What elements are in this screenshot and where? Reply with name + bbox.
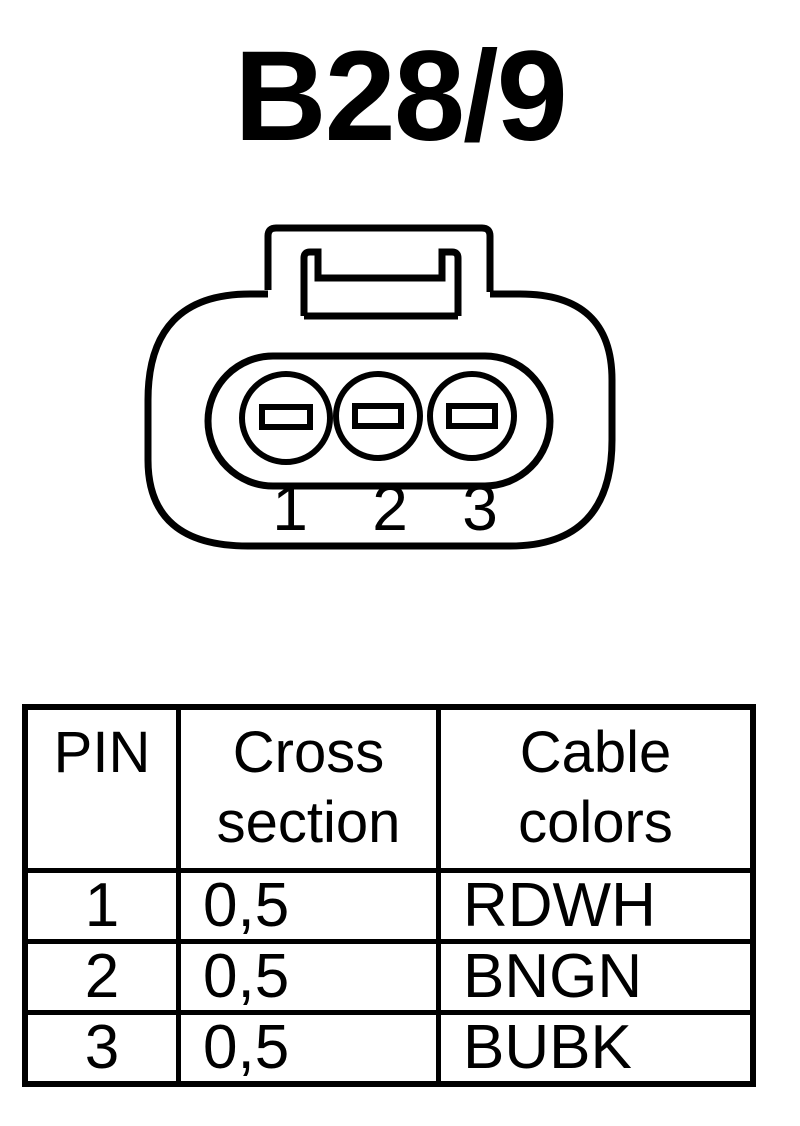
connector-latch-inner <box>300 248 462 316</box>
cell-pin: 1 <box>22 868 181 944</box>
pin-label-2: 2 <box>372 472 408 544</box>
cell-cross-section: 0,5 <box>176 939 441 1015</box>
header-color-line1: Cable <box>519 720 672 785</box>
pin-label-3: 3 <box>462 472 498 544</box>
header-color-line2: colors <box>518 790 673 855</box>
connector-latch <box>264 224 494 292</box>
header-cross-line1: Cross <box>232 720 385 785</box>
header-cable-colors: Cable colors <box>436 704 756 873</box>
cell-cross-section: 0,5 <box>176 1010 441 1087</box>
connector-diagram: 1 2 3 <box>144 224 616 550</box>
pin-cavity <box>204 352 554 490</box>
header-cross-section: Cross section <box>176 704 441 873</box>
cell-cable-color: BNGN <box>436 939 756 1015</box>
cell-pin: 3 <box>22 1010 181 1087</box>
pin-3 <box>427 371 517 461</box>
pin-label-1: 1 <box>272 472 308 544</box>
table-row: 1 0,5 RDWH <box>22 868 756 944</box>
cell-pin: 2 <box>22 939 181 1015</box>
component-title: B28/9 <box>234 25 568 168</box>
cell-cable-color: BUBK <box>436 1010 756 1087</box>
table-row: 3 0,5 BUBK <box>22 1010 756 1087</box>
pin-1 <box>239 371 333 465</box>
pin-2 <box>333 371 423 461</box>
connector-housing <box>144 290 616 550</box>
header-cross-line2: section <box>216 790 401 855</box>
cell-cross-section: 0,5 <box>176 868 441 944</box>
table-row: 2 0,5 BNGN <box>22 939 756 1015</box>
table-header-row: PIN Cross section Cable colors <box>22 704 756 873</box>
cell-cable-color: RDWH <box>436 868 756 944</box>
pin-table: PIN Cross section Cable colors 1 0,5 RDW… <box>22 704 756 1087</box>
header-pin: PIN <box>22 704 181 873</box>
